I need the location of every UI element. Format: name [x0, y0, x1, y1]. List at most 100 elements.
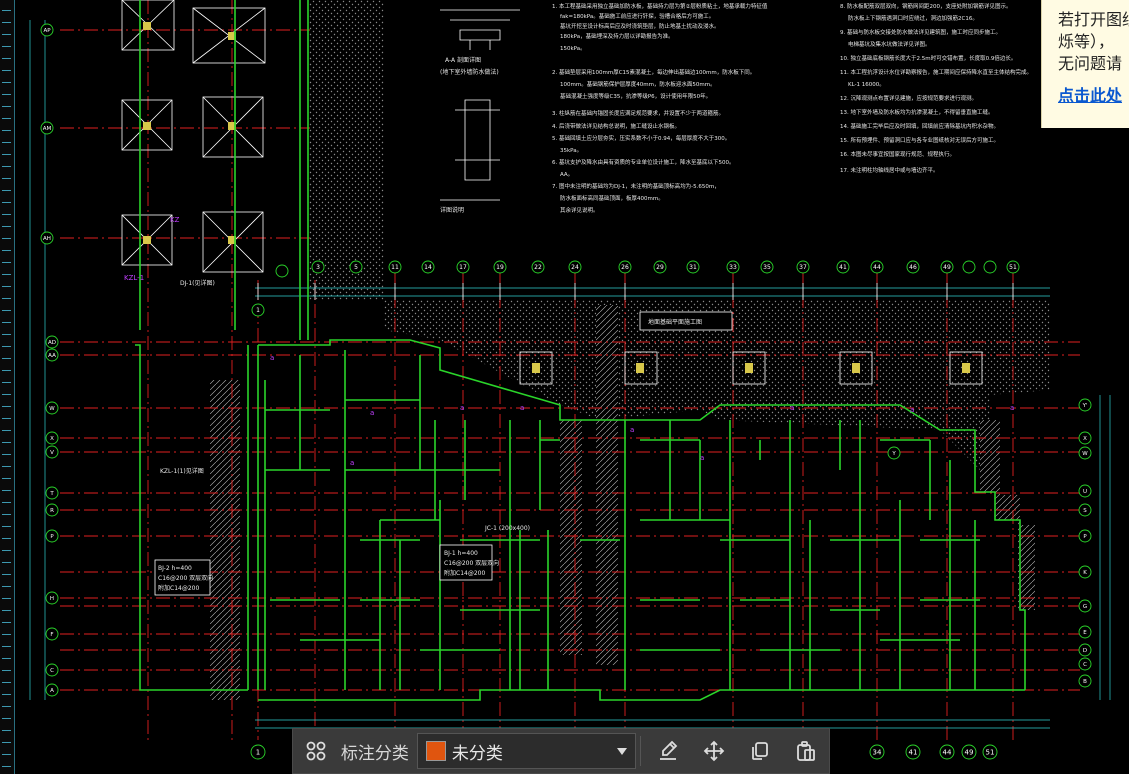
category-select[interactable]: 未分类 [416, 733, 637, 769]
svg-text:a: a [700, 454, 704, 462]
axis-label: X [1083, 436, 1087, 442]
axis-label: 24 [571, 264, 579, 271]
ruler-tick [2, 718, 11, 719]
ruler-tick [2, 70, 11, 71]
svg-text:a: a [910, 406, 914, 414]
svg-text:fak=180kPa。基础施工前应进行钎探，验槽合格后方可施: fak=180kPa。基础施工前应进行钎探，验槽合格后方可施工。 [560, 12, 714, 20]
svg-text:14. 基础施工完毕后应及时回填，回填前应清除基坑内积水杂物: 14. 基础施工完毕后应及时回填，回填前应清除基坑内积水杂物。 [840, 122, 999, 130]
axis-label: 5 [354, 264, 358, 271]
right-axis-bubbles [887, 398, 1092, 688]
svg-text:BJ-2 h=400: BJ-2 h=400 [158, 565, 192, 572]
ruler-tick [2, 478, 11, 479]
axis-label: 44 [943, 749, 952, 757]
svg-text:6. 基坑支护及降水由具有资质的专业单位设计施工，降水至基底: 6. 基坑支护及降水由具有资质的专业单位设计施工，降水至基底以下500。 [552, 158, 735, 166]
axis-label: 33 [729, 264, 737, 271]
ruler-tick [2, 226, 11, 227]
hatch-strip-mid2 [596, 305, 618, 665]
ruler-tick [2, 202, 11, 203]
notice-line-3: 无问题请 [1058, 54, 1123, 73]
ruler-tick [2, 466, 11, 467]
svg-text:防水板上下钢筋遇洞口时应绕过，洞边加强筋2C16。: 防水板上下钢筋遇洞口时应绕过，洞边加强筋2C16。 [848, 14, 978, 22]
ruler-tick [2, 262, 11, 263]
axis-label: 35 [763, 264, 771, 271]
ruler-tick [2, 538, 11, 539]
axis-label: X [50, 436, 54, 442]
svg-text:防水板面标高同基础顶面，板厚400mm。: 防水板面标高同基础顶面，板厚400mm。 [560, 194, 664, 202]
axis-label: 49 [965, 749, 974, 757]
axis-label: 17 [459, 264, 467, 271]
svg-text:JC-1 (200x400): JC-1 (200x400) [484, 525, 530, 532]
chevron-down-icon [617, 747, 628, 755]
ruler-tick [2, 142, 11, 143]
svg-text:35kPa。: 35kPa。 [560, 148, 582, 154]
svg-text:10. 独立基础底板钢筋长度大于2.5m时可交错布置，长度取: 10. 独立基础底板钢筋长度大于2.5m时可交错布置，长度取0.9倍边长。 [840, 54, 1016, 62]
ruler-tick [2, 418, 11, 419]
ruler-tick [2, 298, 11, 299]
svg-text:13. 地下室外墙及防水板均为抗渗混凝土，不得留垂直施工缝。: 13. 地下室外墙及防水板均为抗渗混凝土，不得留垂直施工缝。 [840, 108, 994, 116]
axis-label: B [1083, 679, 1087, 685]
grid-icon[interactable] [293, 728, 339, 774]
toolbar-divider [640, 736, 642, 766]
ruler-tick [2, 94, 11, 95]
notice-line-1: 若打开图纸 [1058, 10, 1129, 29]
ruler-tick [2, 346, 11, 347]
svg-text:a: a [630, 426, 634, 434]
paste-icon[interactable] [783, 728, 829, 774]
ruler-tick [2, 394, 11, 395]
ruler-tick [2, 334, 11, 335]
soil-fill-top [308, 0, 384, 300]
svg-text:电梯基坑及集水坑做法详见详图。: 电梯基坑及集水坑做法详见详图。 [848, 40, 931, 48]
axis-label: 26 [621, 264, 629, 271]
svg-text:KZ: KZ [170, 216, 180, 224]
move-icon[interactable] [691, 728, 737, 774]
ruler-tick [2, 622, 11, 623]
axis-label: AM [43, 126, 52, 132]
svg-text:KL-1 16000。: KL-1 16000。 [848, 82, 885, 88]
svg-text:BJ-1 h=400: BJ-1 h=400 [444, 550, 478, 557]
edit-icon[interactable] [645, 728, 691, 774]
ruler-tick [2, 214, 11, 215]
axis-label: AD [48, 340, 56, 346]
ruler-tick [2, 10, 11, 11]
ruler-tick [2, 634, 11, 635]
notice-link[interactable]: 点击此处 [1058, 86, 1123, 105]
column-pad-boxes [519, 351, 983, 385]
hatch-strip-mid [560, 420, 582, 655]
ruler-tick [2, 574, 11, 575]
ruler-tick [2, 658, 11, 659]
svg-text:a: a [790, 404, 794, 412]
ruler-tick [2, 430, 11, 431]
svg-text:8. 防水板配筋双层双向，钢筋网间距200，支座处附加钢筋详: 8. 防水板配筋双层双向，钢筋网间距200，支座处附加钢筋详见图示。 [840, 2, 1012, 10]
svg-text:4. 后浇带做法详见结构总说明，施工缝设止水钢板。: 4. 后浇带做法详见结构总说明，施工缝设止水钢板。 [552, 122, 680, 130]
ruler-tick [2, 670, 11, 671]
ruler-tick [2, 454, 11, 455]
axis-label: W [49, 406, 55, 412]
axis-label: 29 [656, 264, 664, 271]
foundation-pads [121, 0, 266, 273]
ruler-tick [2, 370, 11, 371]
svg-text:附加C14@200: 附加C14@200 [444, 569, 485, 577]
ruler-tick [2, 610, 11, 611]
copy-icon[interactable] [737, 728, 783, 774]
svg-text:a: a [460, 404, 464, 412]
axis-label: AH [43, 236, 51, 242]
svg-text:150kPa。: 150kPa。 [560, 46, 586, 52]
ruler-tick [2, 730, 11, 731]
ruler-tick [2, 310, 11, 311]
ruler-tick [2, 58, 11, 59]
axis-label: 46 [909, 264, 917, 271]
category-label: 标注分类 [340, 743, 409, 764]
ruler-tick [2, 118, 11, 119]
axis-label: 51 [986, 749, 995, 757]
callout-boxes [154, 311, 733, 596]
ruler-tick [2, 514, 11, 515]
ruler-tick [2, 742, 11, 743]
category-select-value: 未分类 [451, 743, 503, 764]
axis-label: C [1083, 662, 1087, 668]
ruler-tick [2, 166, 11, 167]
ruler-tick [2, 586, 11, 587]
ruler-tick [2, 106, 11, 107]
